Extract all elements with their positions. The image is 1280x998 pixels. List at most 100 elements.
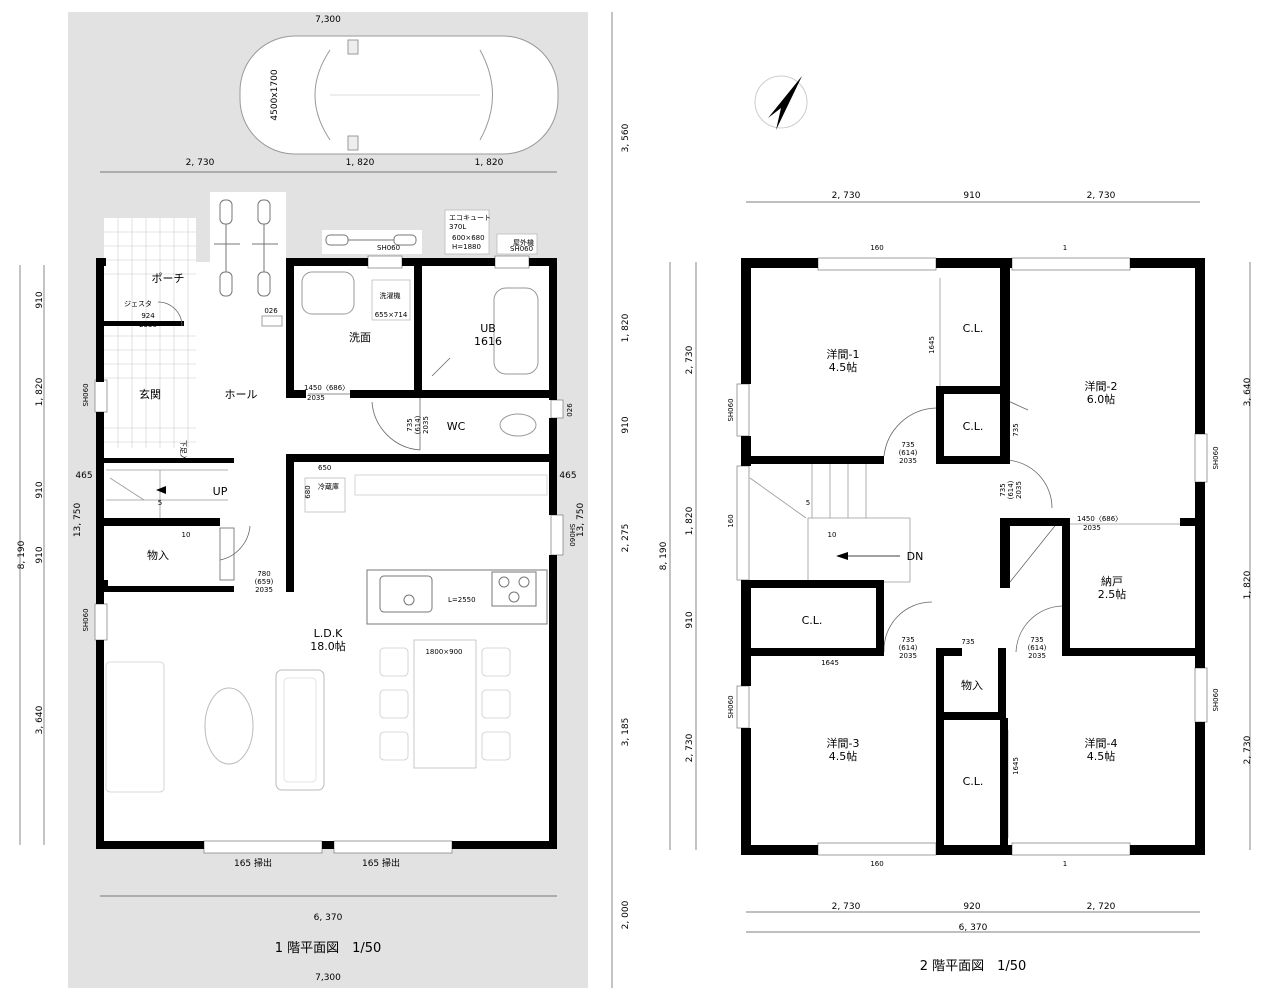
jesta-dims-2: 2330 [139, 321, 157, 329]
svg-text:(614): (614) [899, 644, 918, 652]
dim-top-total: 7,300 [315, 15, 341, 25]
room-ub-size: 1616 [474, 335, 502, 348]
room-yo2: 洋間-2 [1085, 379, 1118, 393]
washing-machine [371, 279, 411, 321]
f2-dim-bot-2730: 2, 730 [832, 902, 861, 912]
label-1645-yo4: 1645 [1012, 757, 1020, 775]
dim-right-3185: 3, 185 [621, 718, 631, 747]
floor1-stairs [106, 469, 228, 520]
window-sh-yo3: SH060 [727, 695, 735, 718]
geta-label: 下足入 [179, 440, 187, 461]
north-arrow-icon [754, 75, 808, 130]
toilet [499, 413, 537, 437]
washer-dims: 655×714 [375, 311, 408, 319]
outdoor-unit-sh: SH060 [510, 245, 533, 253]
door-nando-label: 1450〈686〉 [1077, 515, 1122, 523]
floor1-title: 1 階平面図 1/50 [275, 941, 382, 956]
svg-text:735: 735 [961, 638, 974, 646]
stairs-up: UP [213, 485, 228, 498]
label-160-top: 160 [870, 244, 883, 252]
kitchen-length: L=2550 [448, 596, 476, 604]
dim-top-1820b: 1, 820 [475, 158, 504, 168]
dim-right-13750: 13, 750 [576, 503, 586, 538]
room-yo2-size: 6.0帖 [1087, 393, 1116, 406]
label-1645-yo3: 1645 [821, 659, 839, 667]
floor1-walls [96, 258, 557, 849]
floor1-doors [157, 301, 451, 581]
door-tag-yo1: 735 (614) 2035 [899, 441, 918, 465]
door-nando-height: 2035 [1083, 524, 1101, 532]
car-size-label: 4500x1700 [270, 69, 280, 120]
ecocute-dims: 600×680 [452, 234, 485, 242]
label-026-upper: 026 [264, 307, 278, 315]
svg-text:735: 735 [1012, 423, 1020, 436]
dim-right-465: 465 [559, 471, 576, 481]
floor2-title: 2 階平面図 1/50 [920, 959, 1027, 974]
f2-dim-left-910: 910 [685, 611, 695, 628]
f2-dim-top-910: 910 [963, 191, 980, 201]
room-ldk-size: 18.0帖 [310, 640, 346, 653]
car-icon [239, 35, 559, 155]
door-wc-label-3: 2035 [422, 416, 430, 434]
svg-text:2035: 2035 [899, 652, 917, 660]
door-ldk-label: 780 [257, 570, 270, 578]
fridge-label: 冷蔵庫 [318, 482, 339, 491]
room-nando-size: 2.5帖 [1098, 588, 1127, 601]
dim-left-910a: 910 [35, 291, 45, 308]
door-wc-label: 735 [406, 418, 414, 431]
bike-sh-label: SH060 [377, 244, 400, 252]
f2-dim-left-8190: 8, 190 [659, 541, 669, 570]
door-tag-yo2: 735 (614) 2035 [999, 480, 1023, 499]
table-size: 1800×900 [425, 648, 462, 656]
ecocute-label: エコキュート [449, 214, 491, 222]
room-yo3-size: 4.5帖 [829, 750, 858, 763]
label-650: 650 [318, 464, 331, 472]
room-ub: UB [480, 322, 496, 335]
label-1-top: 1 [1063, 244, 1067, 252]
dim-left-1820: 1, 820 [35, 377, 45, 406]
jesta-dims: 924 [141, 312, 155, 320]
floor1-windows [94, 255, 564, 854]
label-1-bottom: 1 [1063, 860, 1067, 868]
outdoor-unit [496, 233, 538, 255]
bicycle-icon [210, 192, 286, 310]
room-yo3: 洋間-3 [827, 736, 860, 750]
f2-dim-bot-6370: 6, 370 [959, 923, 988, 933]
porch-area [104, 218, 196, 448]
window-sh-yo2: SH060 [1212, 446, 1220, 469]
svg-text:(614): (614) [1007, 480, 1015, 499]
stairs-dn-arrow-icon [836, 552, 848, 560]
closet-4: C.L. [963, 775, 984, 788]
floor2-windows [736, 257, 1208, 856]
door-wc-label-2: (614) [414, 415, 422, 434]
label-026-wc: 026 [566, 403, 574, 417]
label-680: 680 [304, 485, 312, 498]
dim-left-8190: 8, 190 [17, 540, 27, 569]
window-sh-kitchen: SH060 [568, 523, 576, 546]
window-sh-ldk: SH060 [82, 608, 90, 631]
room-yo1: 洋間-1 [827, 347, 860, 361]
dim-left-13750: 13, 750 [73, 503, 83, 538]
sofa [275, 669, 325, 791]
floor2-doors [883, 399, 1063, 653]
ecocute-unit [444, 209, 490, 255]
window-ldk-right: 165 掃出 [362, 857, 400, 869]
window-sh-yo4: SH060 [1212, 688, 1220, 711]
floor1-dimension-lines [19, 12, 613, 988]
dim-right-910: 910 [621, 416, 631, 433]
f2-dim-left-2730b: 2, 730 [685, 733, 695, 762]
f2-dim-bot-2720: 2, 720 [1087, 902, 1116, 912]
jesta-label: ジェスタ [124, 299, 152, 308]
dining-table [413, 639, 477, 769]
door-tag-monoire: 735 [961, 638, 974, 646]
f2-dim-right-3640: 3, 640 [1243, 377, 1253, 406]
svg-text:735: 735 [1030, 636, 1043, 644]
closet-1: C.L. [963, 322, 984, 335]
stairs-step-10: 10 [182, 531, 191, 539]
back-counter [354, 474, 548, 496]
svg-text:2035: 2035 [899, 457, 917, 465]
svg-text:(614): (614) [1028, 644, 1047, 652]
room-porch: ポーチ [152, 272, 185, 285]
window-sh-genkan: SH060 [82, 383, 90, 406]
